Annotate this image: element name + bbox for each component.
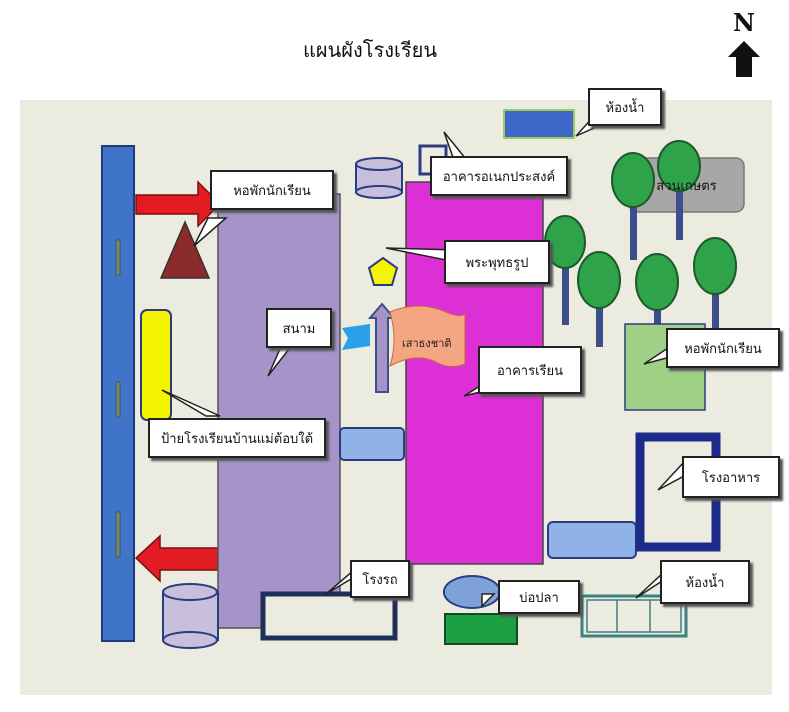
label-toilet-bottom: ห้องน้ำ bbox=[660, 560, 750, 604]
school-map: หอพักนักเรียน ห้องน้ำ อาคารอเนกประสงค์ ส… bbox=[20, 88, 780, 695]
label-dorm-left: หอพักนักเรียน bbox=[210, 170, 334, 210]
flag-blue bbox=[342, 324, 370, 350]
fishpond bbox=[443, 575, 501, 609]
field bbox=[217, 193, 341, 629]
exit-arrow-icon bbox=[134, 534, 219, 583]
label-dorm-right: หอพักนักเรียน bbox=[666, 328, 780, 368]
trees bbox=[544, 140, 737, 347]
label-fishpond: บ่อปลา bbox=[498, 580, 580, 614]
garage-building bbox=[260, 591, 398, 641]
label-canteen: โรงอาหาร bbox=[682, 456, 780, 498]
label-flagpole: เสาธงชาติ bbox=[402, 337, 452, 350]
label-classroom: อาคารเรียน bbox=[478, 346, 582, 394]
label-buddha: พระพุทธรูป bbox=[444, 240, 550, 284]
water-tank-top bbox=[355, 157, 403, 199]
pavilion-west bbox=[339, 427, 405, 461]
north-arrow-icon bbox=[728, 41, 760, 77]
label-garage: โรงรถ bbox=[350, 560, 410, 598]
label-school-sign: ป้ายโรงเรียนบ้านแม่ต้อบใต้ bbox=[148, 418, 326, 458]
dorm-triangle bbox=[159, 220, 211, 279]
buddha-icon bbox=[367, 256, 399, 286]
north-label: N bbox=[733, 8, 755, 37]
map-title: แผนผังโรงเรียน bbox=[303, 38, 437, 62]
water-tank-bottom bbox=[162, 583, 219, 649]
entry-arrow-icon bbox=[135, 180, 222, 228]
label-garden: สวนเกษตร bbox=[656, 178, 717, 194]
label-toilet-top: ห้องน้ำ bbox=[588, 88, 662, 126]
school-sign-board bbox=[140, 309, 172, 421]
label-field: สนาม bbox=[266, 308, 332, 348]
pavilion-east bbox=[547, 521, 637, 559]
north-indicator: N bbox=[722, 8, 766, 85]
flagpole-icon bbox=[367, 302, 397, 393]
map-drawing bbox=[101, 109, 745, 649]
toilet-top-building bbox=[503, 109, 575, 139]
label-multipurpose: อาคารอเนกประสงค์ bbox=[430, 156, 568, 196]
national-flag-icon bbox=[389, 305, 466, 368]
fishpond-box bbox=[444, 613, 518, 645]
